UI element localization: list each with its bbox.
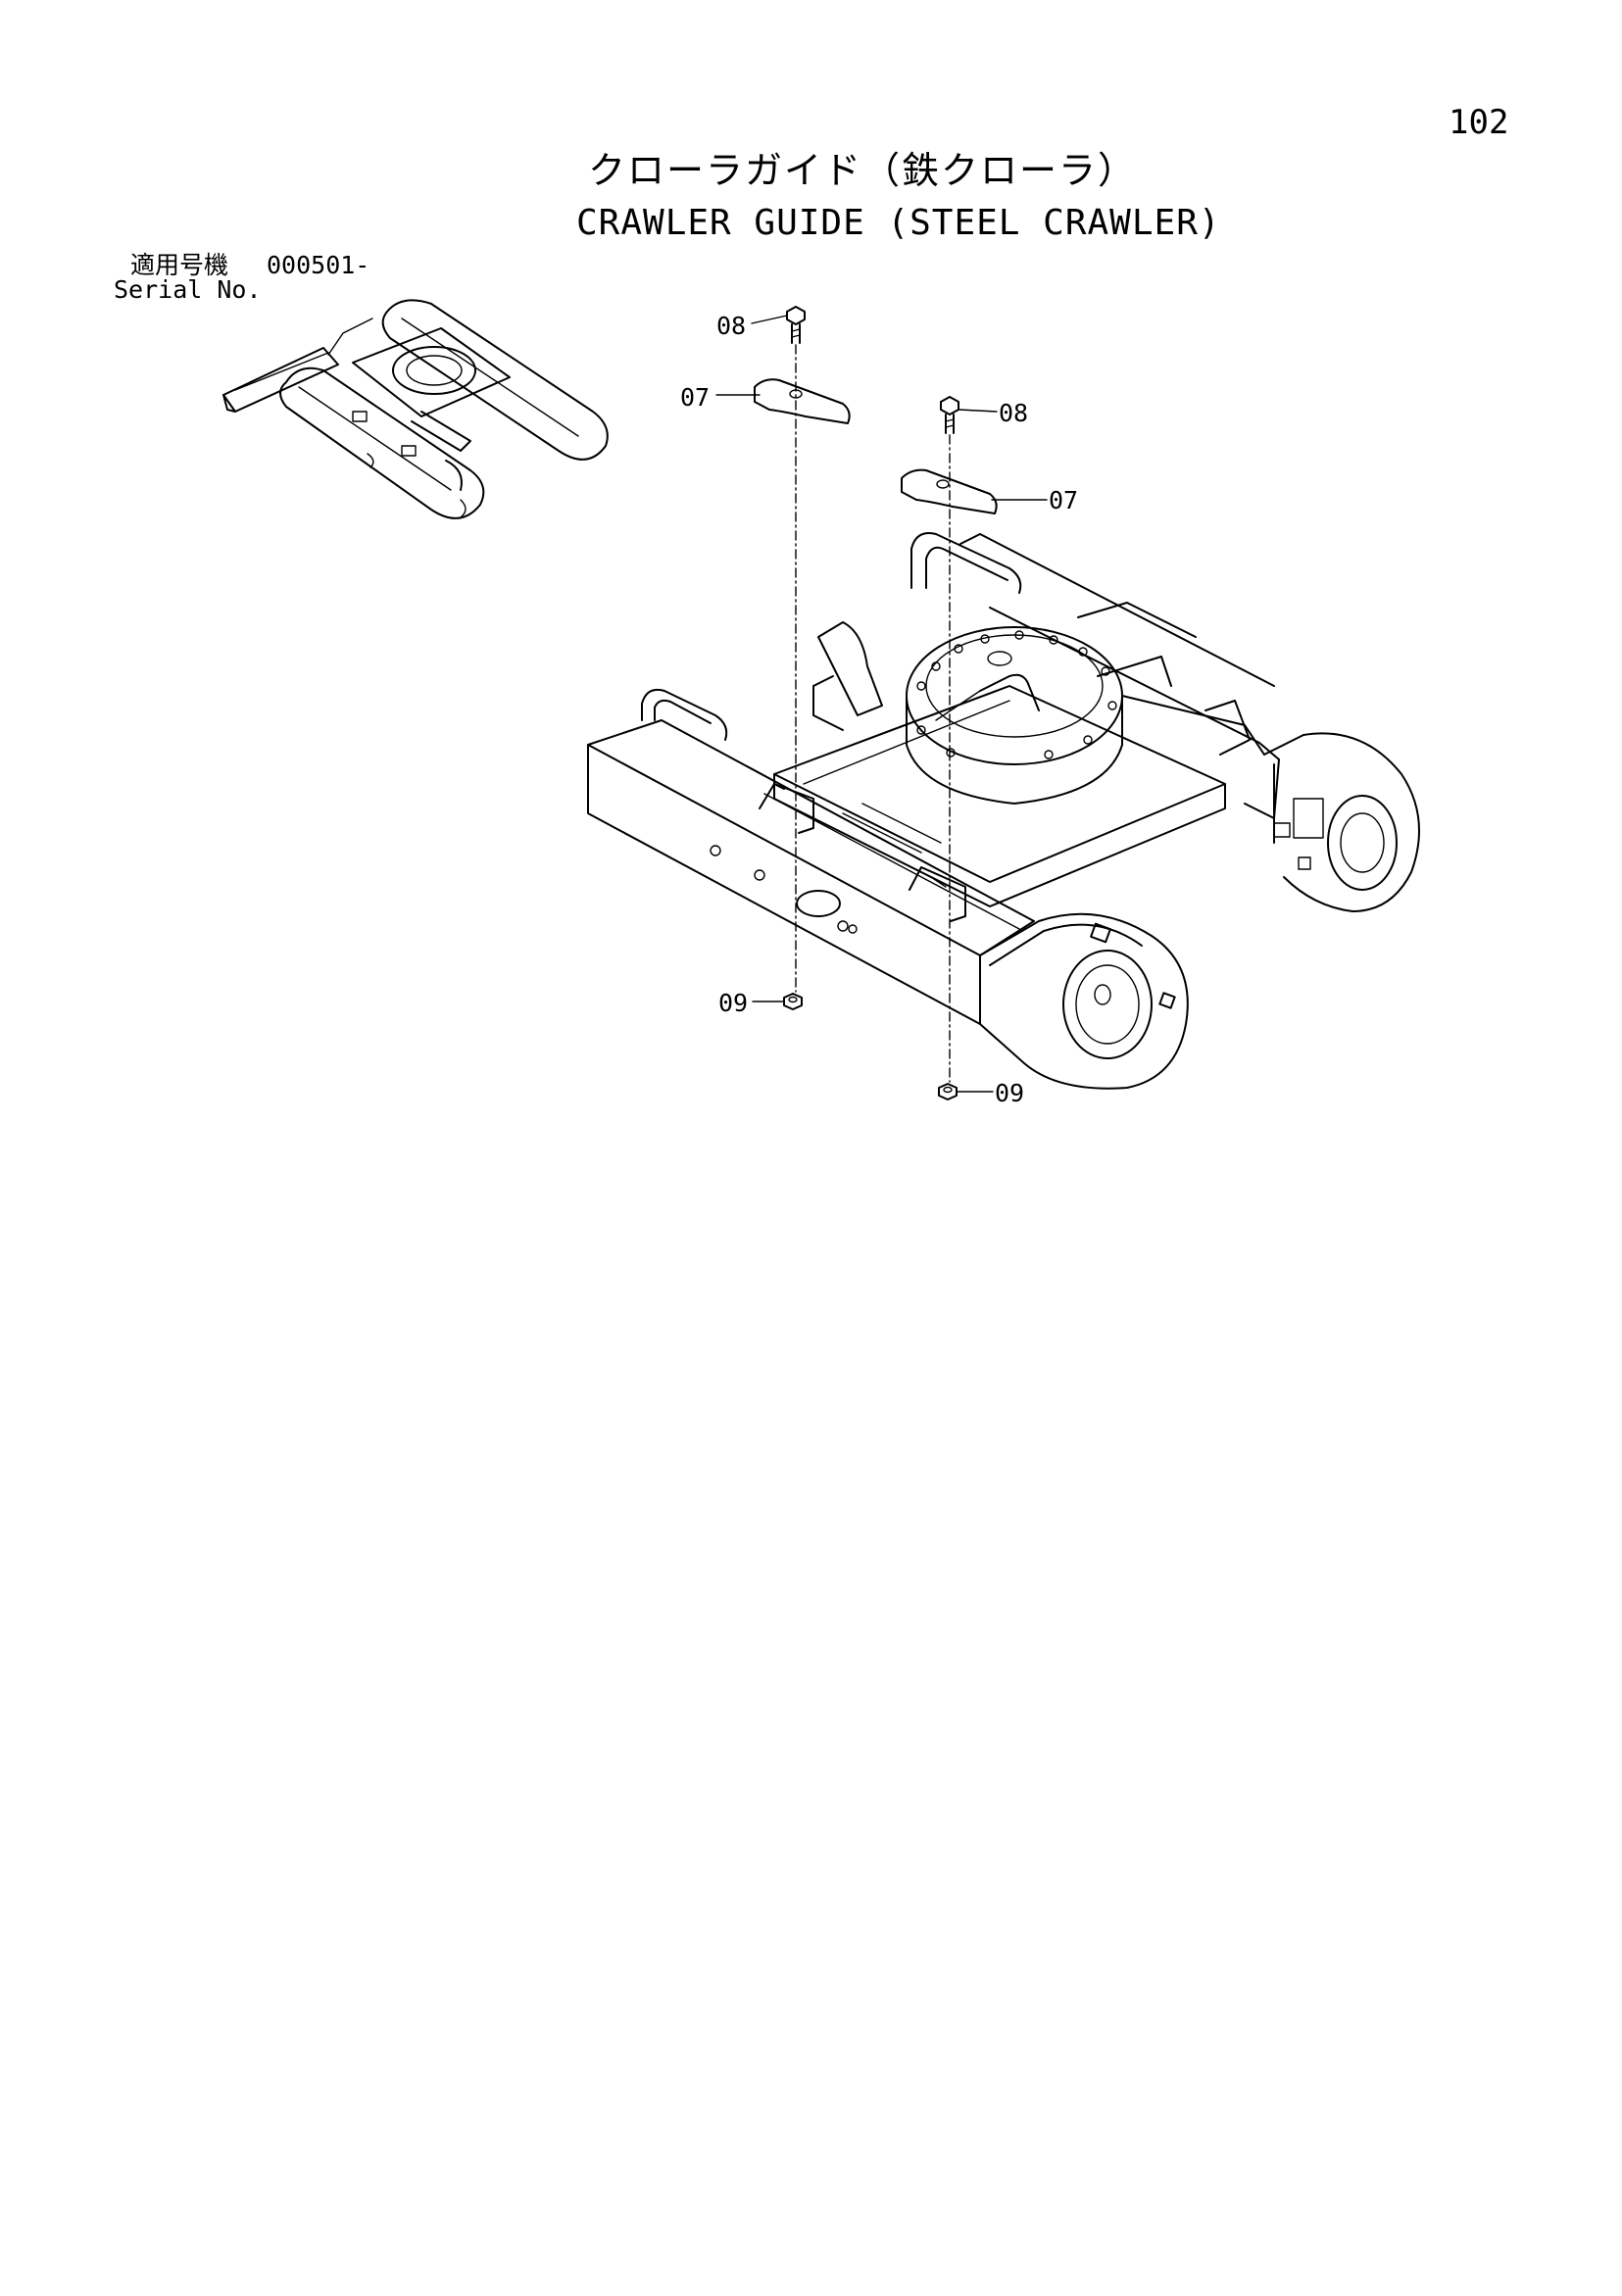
track-frame-illustration (587, 532, 1420, 1090)
leader-line-08-right (958, 409, 998, 413)
callout-08-upper-left: 08 (716, 312, 747, 340)
callout-08-upper-right: 08 (999, 399, 1029, 427)
callout-09-lower-left: 09 (718, 989, 749, 1017)
nut-lower-left (783, 993, 803, 1010)
callout-09-lower-right: 09 (995, 1079, 1025, 1107)
bolt-upper-left (786, 306, 806, 344)
serial-label-english: Serial No. (114, 275, 262, 304)
page-title-english: CRAWLER GUIDE (STEEL CRAWLER) (576, 203, 1221, 243)
crawler-guide-plate-upper-right (901, 468, 998, 514)
bolt-upper-right (940, 396, 959, 434)
callout-07-upper-left: 07 (680, 383, 711, 412)
nut-lower-right (938, 1083, 958, 1100)
callout-07-upper-right: 07 (1049, 486, 1079, 514)
parts-diagram (222, 299, 1420, 1100)
leader-line-08-left (751, 315, 788, 324)
crawler-guide-plate-upper-left (754, 378, 851, 424)
overview-machine-illustration (222, 299, 609, 519)
page-title-japanese: クローラガイド（鉄クローラ） (588, 149, 1138, 192)
page-number: 102 (1449, 103, 1509, 142)
serial-number-value: 000501- (267, 251, 370, 279)
serial-label-japanese: 適用号機 (130, 251, 229, 279)
